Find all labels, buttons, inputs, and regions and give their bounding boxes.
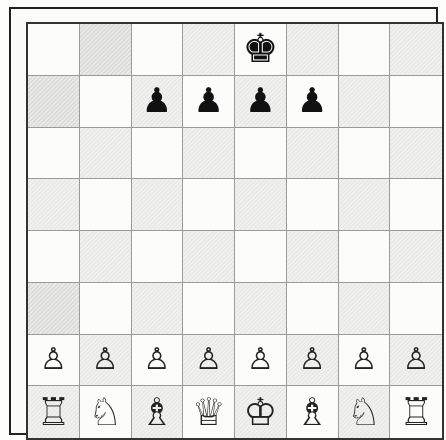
- square-b2[interactable]: ♙: [80, 335, 132, 387]
- square-h7[interactable]: [390, 76, 442, 128]
- square-g3[interactable]: [339, 283, 391, 335]
- black-pawn-icon[interactable]: ♟: [193, 84, 223, 118]
- square-a1[interactable]: ♖: [28, 386, 80, 438]
- white-queen-icon[interactable]: ♕: [192, 393, 226, 431]
- square-h5[interactable]: [390, 179, 442, 231]
- square-h1[interactable]: ♖: [390, 386, 442, 438]
- chess-board[interactable]: ♚ ♟ ♟ ♟ ♟ ♙ ♙ ♙ ♙ ♙ ♙ ♙ ♙ ♖ ♘ ♗ ♕ ♔ ♗ ♘ ♖: [28, 24, 442, 438]
- square-e3[interactable]: [235, 283, 287, 335]
- square-b4[interactable]: [80, 231, 132, 283]
- square-c1[interactable]: ♗: [132, 386, 184, 438]
- square-c3[interactable]: [132, 283, 184, 335]
- white-bishop-icon[interactable]: ♗: [140, 393, 174, 431]
- square-f7[interactable]: ♟: [287, 76, 339, 128]
- board-border: ♚ ♟ ♟ ♟ ♟ ♙ ♙ ♙ ♙ ♙ ♙ ♙ ♙ ♖ ♘ ♗ ♕ ♔ ♗ ♘ ♖: [26, 22, 444, 440]
- black-pawn-icon[interactable]: ♟: [245, 84, 275, 118]
- square-a5[interactable]: [28, 179, 80, 231]
- white-king-icon[interactable]: ♔: [243, 393, 277, 431]
- square-d2[interactable]: ♙: [183, 335, 235, 387]
- square-a8[interactable]: [28, 24, 80, 76]
- white-knight-icon[interactable]: ♘: [88, 393, 122, 431]
- white-knight-icon[interactable]: ♘: [347, 393, 381, 431]
- square-a3[interactable]: [28, 283, 80, 335]
- square-f8[interactable]: [287, 24, 339, 76]
- square-h6[interactable]: [390, 128, 442, 180]
- white-pawn-icon[interactable]: ♙: [92, 345, 119, 375]
- square-d7[interactable]: ♟: [183, 76, 235, 128]
- square-f1[interactable]: ♗: [287, 386, 339, 438]
- white-pawn-icon[interactable]: ♙: [40, 345, 67, 375]
- square-c6[interactable]: [132, 128, 184, 180]
- white-pawn-icon[interactable]: ♙: [195, 345, 222, 375]
- square-g7[interactable]: [339, 76, 391, 128]
- white-pawn-icon[interactable]: ♙: [247, 345, 274, 375]
- square-g2[interactable]: ♙: [339, 335, 391, 387]
- board-frame: ♚ ♟ ♟ ♟ ♟ ♙ ♙ ♙ ♙ ♙ ♙ ♙ ♙ ♖ ♘ ♗ ♕ ♔ ♗ ♘ ♖: [9, 7, 438, 435]
- square-a7[interactable]: [28, 76, 80, 128]
- square-d4[interactable]: [183, 231, 235, 283]
- square-d1[interactable]: ♕: [183, 386, 235, 438]
- square-a4[interactable]: [28, 231, 80, 283]
- square-e8[interactable]: ♚: [235, 24, 287, 76]
- square-c4[interactable]: [132, 231, 184, 283]
- black-pawn-icon[interactable]: ♟: [142, 84, 172, 118]
- square-g1[interactable]: ♘: [339, 386, 391, 438]
- square-f3[interactable]: [287, 283, 339, 335]
- white-bishop-icon[interactable]: ♗: [295, 393, 329, 431]
- square-e1[interactable]: ♔: [235, 386, 287, 438]
- white-pawn-icon[interactable]: ♙: [299, 345, 326, 375]
- square-e6[interactable]: [235, 128, 287, 180]
- square-d6[interactable]: [183, 128, 235, 180]
- black-king-icon[interactable]: ♚: [242, 29, 278, 69]
- square-b8[interactable]: [80, 24, 132, 76]
- square-b7[interactable]: [80, 76, 132, 128]
- white-pawn-icon[interactable]: ♙: [350, 345, 377, 375]
- black-pawn-icon[interactable]: ♟: [297, 84, 327, 118]
- square-c8[interactable]: [132, 24, 184, 76]
- square-e4[interactable]: [235, 231, 287, 283]
- square-b6[interactable]: [80, 128, 132, 180]
- square-f6[interactable]: [287, 128, 339, 180]
- square-c2[interactable]: ♙: [132, 335, 184, 387]
- square-h8[interactable]: [390, 24, 442, 76]
- square-g4[interactable]: [339, 231, 391, 283]
- square-b1[interactable]: ♘: [80, 386, 132, 438]
- square-f4[interactable]: [287, 231, 339, 283]
- white-rook-icon[interactable]: ♖: [399, 393, 433, 431]
- square-h4[interactable]: [390, 231, 442, 283]
- square-d8[interactable]: [183, 24, 235, 76]
- square-g6[interactable]: [339, 128, 391, 180]
- square-f5[interactable]: [287, 179, 339, 231]
- square-a6[interactable]: [28, 128, 80, 180]
- square-h2[interactable]: ♙: [390, 335, 442, 387]
- square-e2[interactable]: ♙: [235, 335, 287, 387]
- square-c5[interactable]: [132, 179, 184, 231]
- white-pawn-icon[interactable]: ♙: [403, 345, 430, 375]
- square-a2[interactable]: ♙: [28, 335, 80, 387]
- square-f2[interactable]: ♙: [287, 335, 339, 387]
- square-e7[interactable]: ♟: [235, 76, 287, 128]
- white-rook-icon[interactable]: ♖: [36, 393, 70, 431]
- square-c7[interactable]: ♟: [132, 76, 184, 128]
- square-h3[interactable]: [390, 283, 442, 335]
- square-g8[interactable]: [339, 24, 391, 76]
- square-d3[interactable]: [183, 283, 235, 335]
- square-d5[interactable]: [183, 179, 235, 231]
- square-e5[interactable]: [235, 179, 287, 231]
- square-g5[interactable]: [339, 179, 391, 231]
- square-b5[interactable]: [80, 179, 132, 231]
- white-pawn-icon[interactable]: ♙: [143, 345, 170, 375]
- square-b3[interactable]: [80, 283, 132, 335]
